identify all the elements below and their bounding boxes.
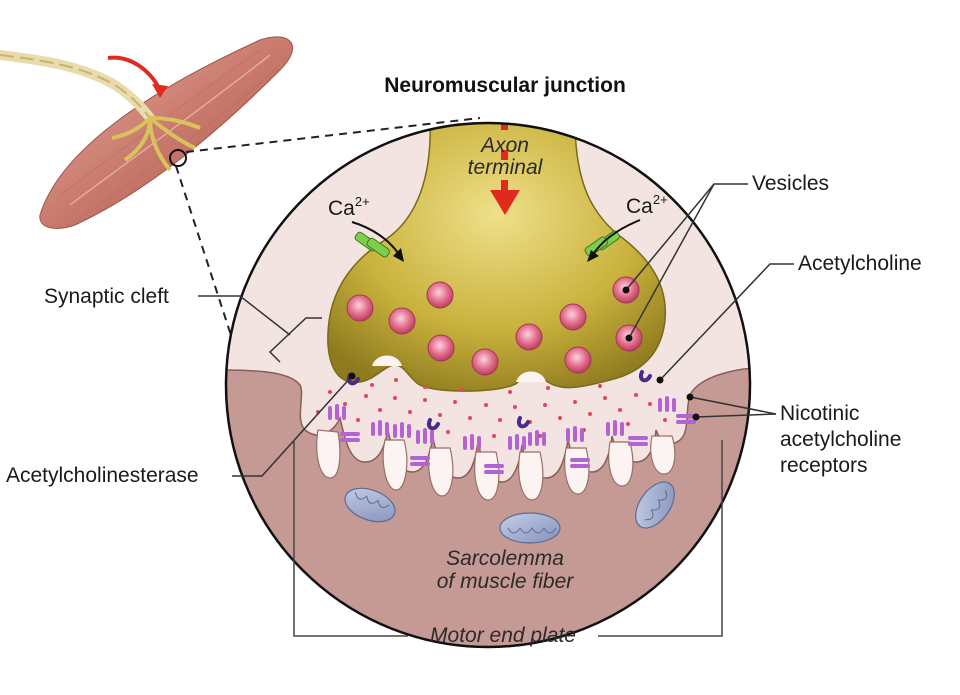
- page-title: Neuromuscular junction: [384, 74, 626, 97]
- acetylcholinesterase-label: Acetylcholinesterase: [6, 464, 199, 487]
- impulse-arrow: [107, 55, 162, 91]
- vesicles-leader: [625, 183, 748, 339]
- calcium-channel-right: [584, 219, 641, 262]
- motor-end-plate-label: Motor end plate: [430, 624, 576, 647]
- nicotinic-receptors: [328, 396, 696, 474]
- junction-magnified-view: [224, 121, 752, 649]
- vesicles: [346, 276, 643, 382]
- nicotinic-label-3: receptors: [780, 454, 868, 477]
- acetylcholinesterase-enzymes: [347, 370, 652, 431]
- synaptic-cleft-leader: [198, 295, 291, 336]
- nicotinic-leader: [689, 396, 777, 418]
- axon-impulse-arrow: [490, 123, 520, 215]
- zoom-circle: [169, 149, 187, 167]
- mitochondria: [344, 481, 675, 544]
- acetylcholinesterase-leader: [232, 375, 353, 477]
- vesicles-label: Vesicles: [752, 172, 829, 195]
- calcium-channel-left: [351, 221, 404, 262]
- motor-end-plate-bracket: [293, 440, 723, 637]
- muscle-thumbnail: [0, 36, 293, 229]
- axon-terminal-label-2: terminal: [468, 156, 544, 179]
- nicotinic-label-2: acetylcholine: [780, 428, 901, 451]
- synaptic-cleft-bracket: [268, 317, 322, 363]
- sarcolemma-label-1: Sarcolemma: [446, 547, 564, 570]
- sarcolemma-label-2: of muscle fiber: [437, 570, 575, 593]
- acetylcholine-label: Acetylcholine: [798, 252, 922, 275]
- nicotinic-label-1: Nicotinic: [780, 402, 859, 425]
- calcium-label-right: Ca2+: [626, 192, 668, 218]
- acetylcholine-leader: [659, 263, 794, 381]
- axon-terminal-label-1: Axon: [479, 134, 529, 157]
- calcium-label-left: Ca2+: [328, 194, 370, 220]
- zoom-line-top: [185, 117, 481, 153]
- synaptic-cleft-label: Synaptic cleft: [44, 285, 169, 308]
